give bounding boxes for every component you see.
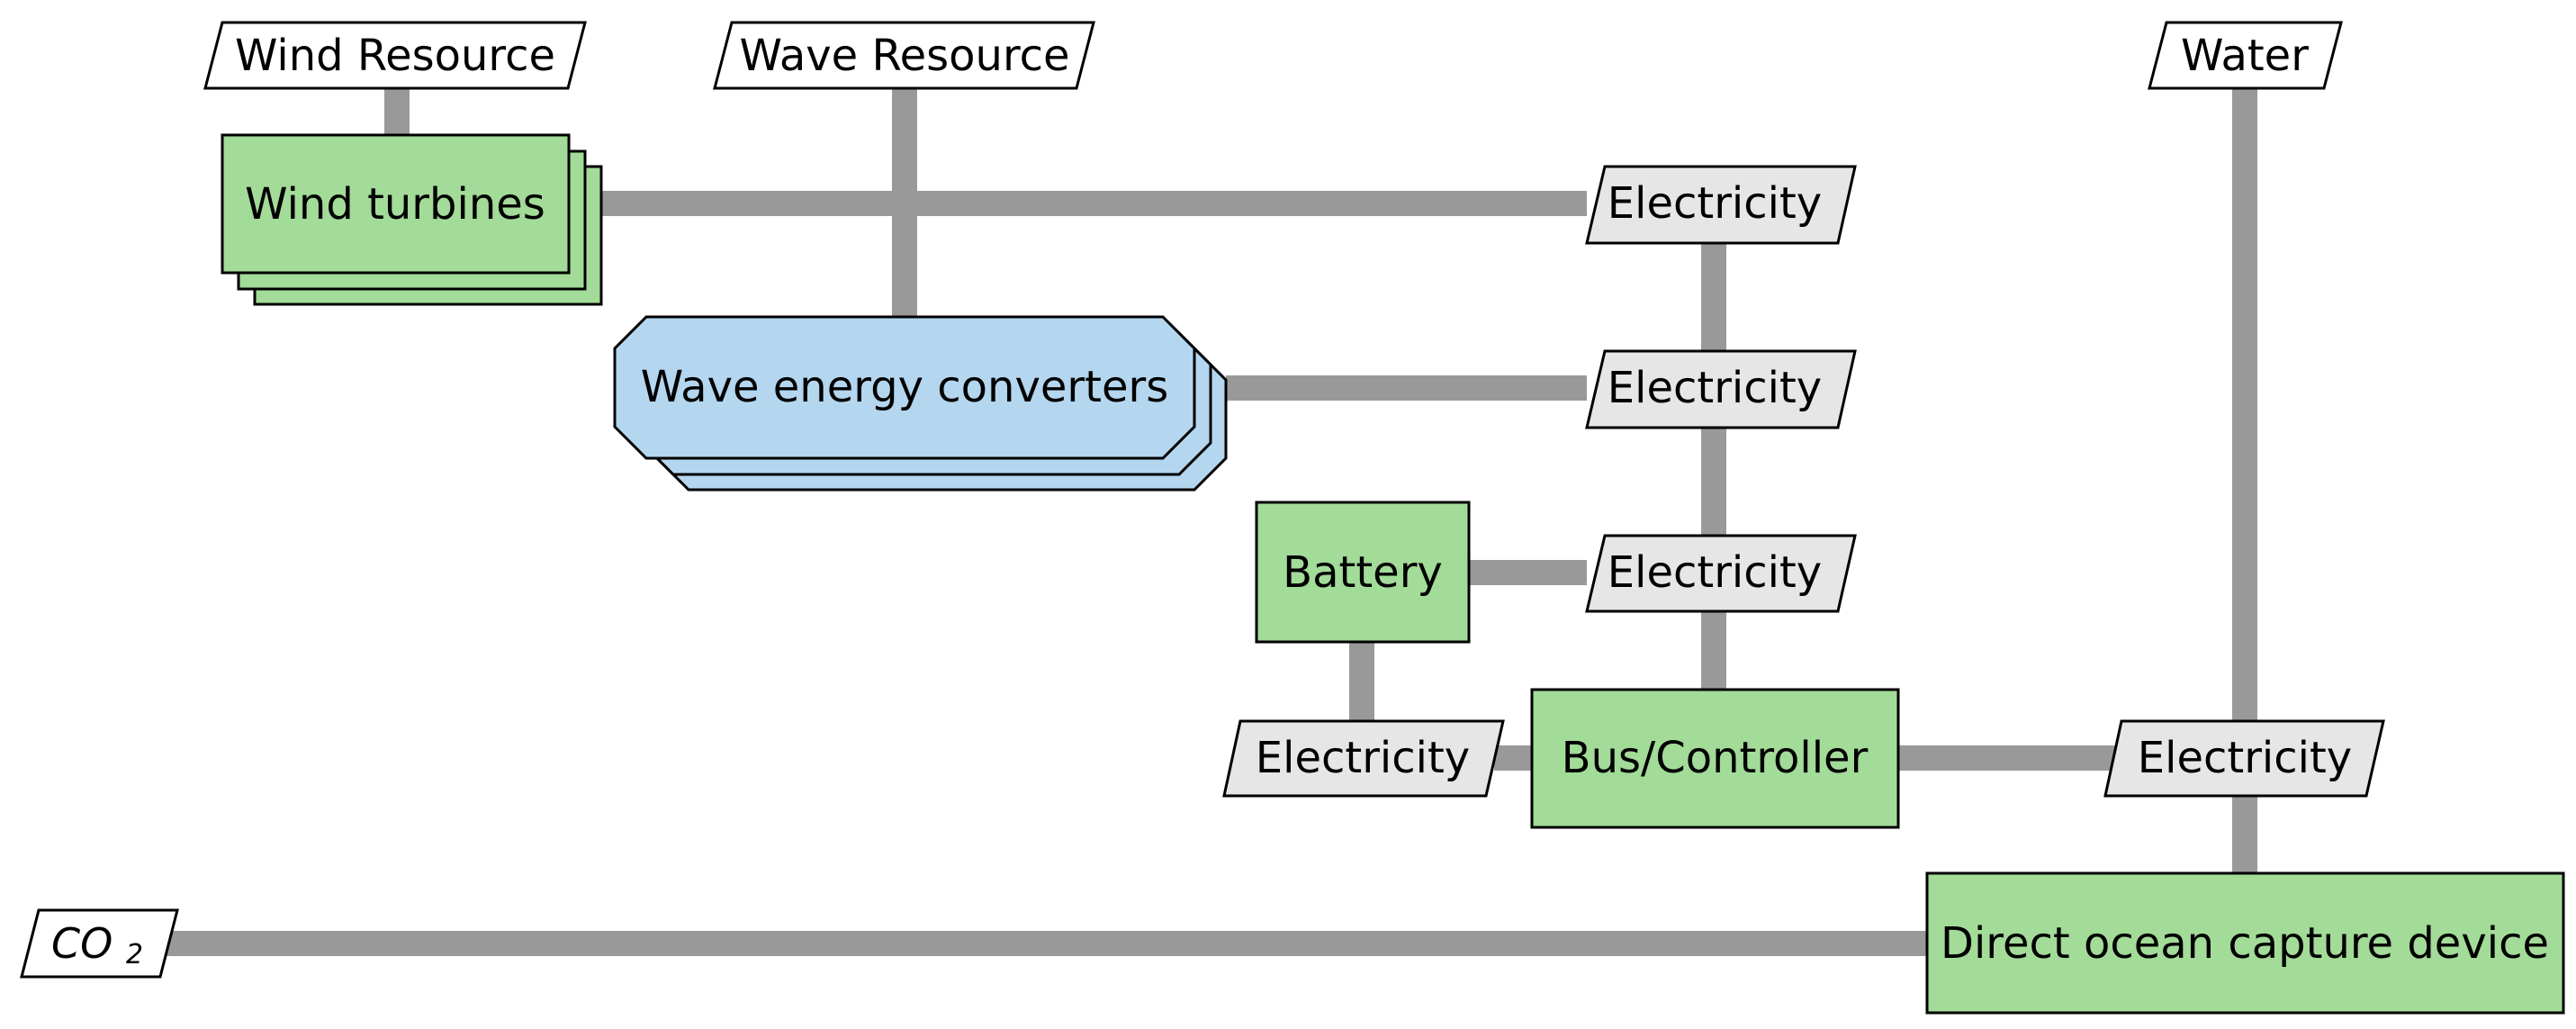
electricity-label-3: Electricity (1608, 547, 1822, 598)
bus-controller-node: Bus/Controller (1530, 688, 1900, 829)
battery-label: Battery (1283, 547, 1443, 598)
edge-electricity-chain-vertical (1701, 243, 1726, 690)
edge-water-to-electricity-5 (2232, 88, 2257, 721)
edge-electricity-4-to-bus (1494, 745, 1532, 771)
edge-battery-to-electricity-3 (1469, 560, 1587, 585)
electricity-node-4: Electricity (1222, 719, 1505, 798)
electricity-label-1: Electricity (1608, 178, 1822, 229)
edge-battery-to-electricity-4 (1349, 642, 1374, 721)
wind-turbines-node: Wind turbines (221, 133, 603, 306)
edge-wind-resource-to-turbines (384, 88, 410, 135)
wind-resource-label: Wind Resource (235, 31, 555, 81)
edge-wave-resource-to-converters (892, 88, 917, 317)
electricity-label-5: Electricity (2138, 733, 2352, 783)
electricity-node-1: Electricity (1585, 165, 1857, 245)
edge-converters-to-electricity-2 (1226, 375, 1587, 401)
direct-ocean-capture-device-node: Direct ocean capture device (1925, 871, 2565, 1015)
edge-electricity-5-to-capture-device (2232, 796, 2257, 873)
wave-energy-converters-node: Wave energy converters (613, 315, 1228, 492)
electricity-label-4: Electricity (1256, 733, 1470, 783)
electricity-label-2: Electricity (1608, 363, 1822, 413)
co2-text: CO (51, 919, 113, 968)
direct-ocean-capture-device-label: Direct ocean capture device (1941, 918, 2549, 969)
wind-resource-node: Wind Resource (203, 21, 587, 90)
electricity-node-5: Electricity (2103, 719, 2385, 798)
wave-resource-node: Wave Resource (713, 21, 1095, 90)
co2-label: CO 2 (51, 919, 143, 970)
bus-controller-label: Bus/Controller (1562, 733, 1869, 783)
wave-energy-converters-label: Wave energy converters (641, 362, 1168, 412)
connectors (167, 88, 2257, 956)
water-label: Water (2181, 31, 2309, 81)
edge-co2-to-capture-device (167, 931, 1967, 956)
wind-turbines-label: Wind turbines (245, 179, 545, 230)
electricity-node-3: Electricity (1585, 534, 1857, 613)
co2-node: CO 2 (20, 908, 179, 979)
battery-node: Battery (1255, 501, 1471, 644)
electricity-node-2: Electricity (1585, 349, 1857, 429)
edge-wind-turbines-to-electricity-1 (601, 191, 1587, 216)
wave-resource-label: Wave Resource (739, 31, 1069, 81)
water-node: Water (2148, 21, 2343, 90)
edge-bus-to-electricity-5 (1898, 745, 2129, 771)
co2-subscript: 2 (126, 939, 143, 970)
